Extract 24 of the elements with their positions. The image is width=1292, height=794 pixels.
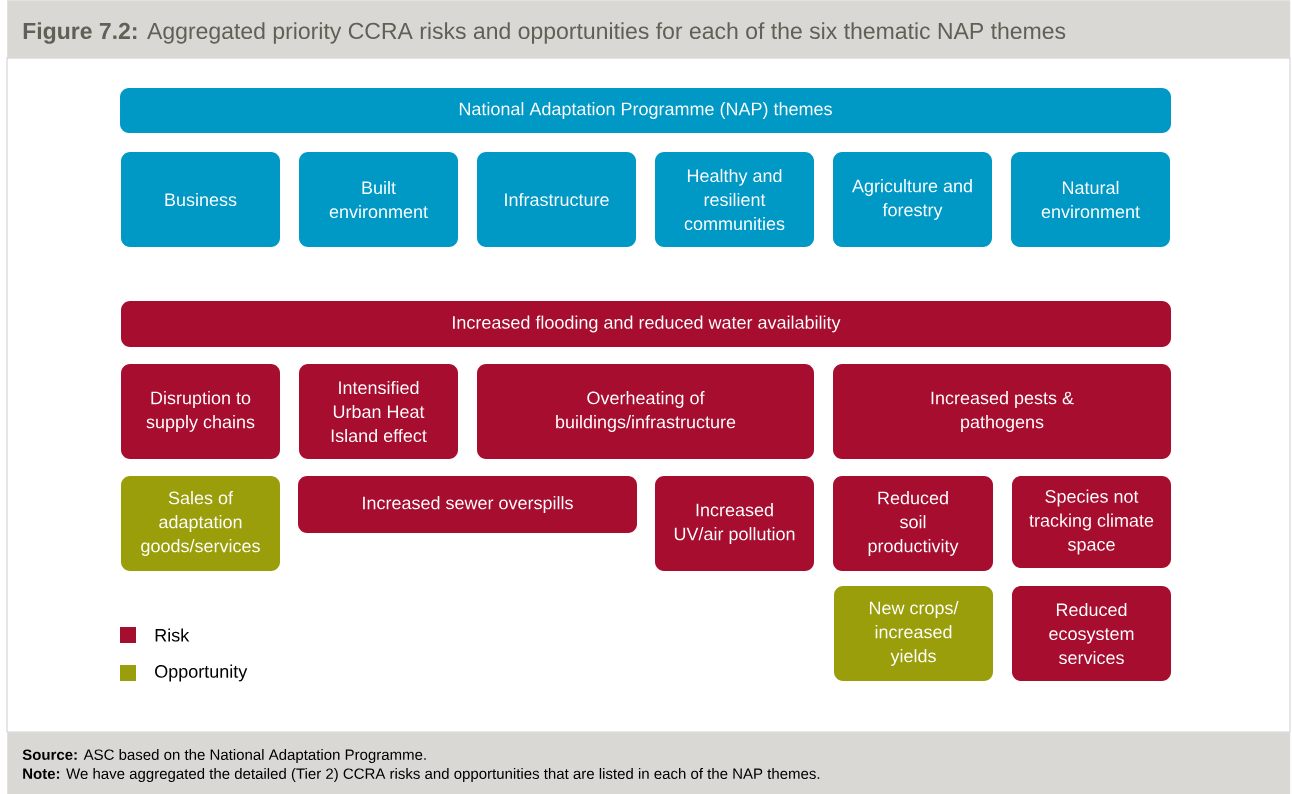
risk-box: Species not tracking climate space — [1012, 476, 1171, 568]
risk-box: Overheating of buildings/infrastructure — [477, 364, 814, 459]
risk-box: Increased UV/air pollution — [655, 476, 814, 571]
opportunity-box: New crops/ increased yields — [834, 586, 993, 681]
risk-box: Intensified Urban Heat Island effect — [299, 364, 458, 459]
risk-band: Increased flooding and reduced water availability — [121, 301, 1171, 347]
footnote: Note: We have aggregated the detailed (Tier 2) CCRA risks and opportunities that are listed in each of the NAP themes. — [23, 768, 820, 782]
risk-box: Reduced soil productivity — [833, 476, 993, 571]
legend-label: Opportunity — [155, 664, 248, 682]
theme-box: Healthy and resilient communities — [655, 152, 814, 247]
theme-box: Agriculture and forestry — [833, 152, 992, 247]
risk-box: Increased pests & pathogens — [833, 364, 1171, 459]
theme-box: Infrastructure — [477, 152, 636, 247]
header-band: National Adaptation Programme (NAP) themes — [120, 88, 1171, 133]
title: Figure 7.2: Aggregated priority CCRA risks and opportunities for each of the six thematic NAP themes — [23, 22, 1066, 44]
opportunity-box: Sales of adaptation goods/services — [121, 476, 280, 571]
risk-box: Reduced ecosystem services — [1012, 586, 1171, 681]
theme-box: Built environment — [299, 152, 458, 247]
theme-box: Business — [121, 152, 280, 247]
theme-box: Natural environment — [1011, 152, 1170, 247]
risk-box: Disruption to supply chains — [121, 364, 280, 459]
risk-box: Increased sewer overspills — [298, 476, 637, 533]
footnote: Source: ASC based on the National Adaptation Programme. — [22, 749, 426, 763]
legend-label: Risk — [155, 628, 190, 642]
